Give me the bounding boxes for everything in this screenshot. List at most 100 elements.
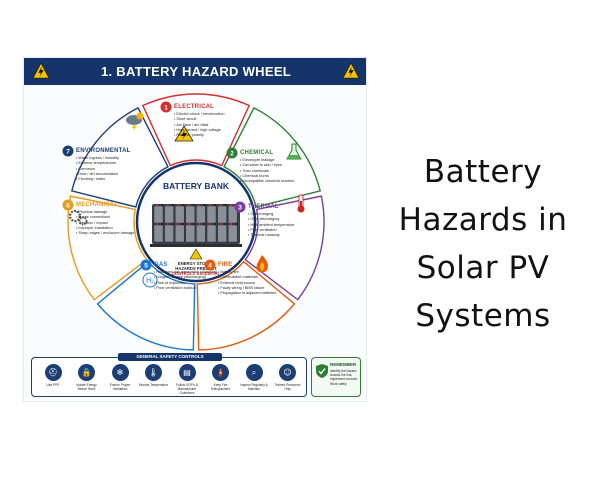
segment-hazard-list: Electric shock / electrocutionShort circ… [174,112,225,138]
segment-number: 4 [208,262,212,269]
segment-text-fire: FIREBattery fireCombustible materialsExt… [218,262,276,296]
hazard-item: Corrosion [76,167,131,172]
segment-number: 2 [230,150,234,157]
safety-control-item: 🧯 Keep Fire Extinguishers [206,364,236,391]
segment-number: 7 [66,148,70,155]
safety-control-label: Inspect Regularly & Maintain [240,383,268,391]
segment-number: 6 [66,202,70,209]
segment-title: GAS [154,262,168,268]
safety-control-label: Keep Fire Extinguishers [210,383,231,391]
segment-number: 1 [164,104,168,111]
side-title: Battery Hazards in Solar PV Systems [378,148,588,340]
hazard-item: Hydrogen gas generation (charging) [154,270,217,275]
segment-number: 3 [238,204,242,211]
segment-hazard-list: Water ingress / humidityExtreme temperat… [76,156,131,182]
segment-number-badge [62,145,74,157]
infographic-title: 1. BATTERY HAZARD WHEEL [100,64,292,79]
side-title-line: Battery [423,154,543,190]
safety-control-item: 🌡 Monitor Temperature [139,364,169,387]
segment-number-badge [226,147,238,159]
segment-hazard-list: OverchargingOver-dischargingHigh ambient… [248,212,294,238]
hazard-item: Loose connections [76,215,134,220]
center-warning-line: HAZARDS PRESENT [175,266,217,271]
title-banner: 1. BATTERY HAZARD WHEEL [24,58,366,85]
segment-title: MECHANICAL [76,202,119,208]
segment-text-gas: GAS Hydrogen gas generation (charging)Oxy… [154,262,217,291]
hazard-item: External heat source [218,281,276,286]
hazard-item: Electrolyte leakage [240,158,295,163]
hazard-item: Propagation to adjacent batteries [218,291,276,296]
safety-control-label: Isolate Energy Before Work [76,383,97,391]
segment-text-environmental: ENVIRONMENTAL Water ingress / humidityExt… [76,148,131,182]
remember-text: Identify the hazard. Assess the risk. Im… [330,369,358,386]
segment-number-badge [62,199,74,211]
hydrogen-symbol: H₂ [146,278,154,285]
segment-hazard-list: Physical damageLoose connectionsVibratio… [76,210,134,236]
segment-number-badge [160,101,172,113]
hazard-item: Thermal runaway [248,233,294,238]
segment-title: CHEMICAL [240,150,274,156]
safety-control-item: ☺Trained Personnel Only [273,364,303,391]
safety-control-label: Trained Personnel Only [274,383,301,391]
hazard-item: Faulty wiring / BMS failure [218,286,276,291]
lock-icon: 🔒 [78,364,95,381]
hazard-item: Extreme temperatures [76,161,131,166]
side-title-line: Solar PV [416,250,550,286]
hazard-item: High ambient temperature [248,223,294,228]
hazard-item: Reverse polarity [174,133,225,138]
hazard-item: Physical damage [76,210,134,215]
side-title-line: Hazards in [398,202,568,238]
safety-control-label: Ensure Proper Ventilation [109,383,131,391]
center-title: BATTERY BANK [163,181,230,191]
center-warning-line: ENERGY STORED [178,261,214,266]
segment-number: 5 [144,262,148,269]
remember-box: REMEMBER Identify the hazard. Assess the… [311,357,361,397]
hazard-item: Dust / dirt accumulation [76,172,131,177]
hazard-item: Toxic chemicals [240,169,295,174]
hazard-item: Flooding / leaks [76,177,131,182]
shield-check-icon [316,364,328,378]
segment-title: THERMAL [248,204,279,210]
hazard-item: Oxygen release (discharging) [154,275,217,280]
warning-icon [32,62,50,79]
hazard-item: Vibration / impact [76,221,134,226]
magnifier-icon: ⌕ [245,364,263,381]
safety-control-label: Use PPE [46,383,60,387]
safety-control-item: ⌕ Inspect Regularly & Maintain [239,364,269,391]
safety-control-label: Monitor Temperature [138,383,169,387]
warning-icon [342,62,360,79]
hazard-item: Arc flash / arc blast [174,123,225,128]
hazard-item: Risk of explosion [154,281,217,286]
controls-title: GENERAL SAFETY CONTROLS [118,353,222,361]
segment-number-badge [204,259,216,271]
segment-title: ENVIRONMENTAL [76,148,131,154]
segment-number-badge [234,201,246,213]
hazard-item: Overcharging [248,212,294,217]
hazard-item: Battery fire [218,270,276,275]
battery-bank-icon [150,204,242,247]
segment-hazard-list: Electrolyte leakageCorrosive to skin / e… [240,158,295,184]
hazard-item: Over-discharging [248,217,294,222]
extinguisher-icon: 🧯 [212,364,229,381]
hazard-item: High current / high voltage [174,128,225,133]
segment-text-chemical: CHEMICAL Electrolyte leakageCorrosive to … [240,150,295,184]
hazard-item: Chemical burns [240,174,295,179]
segment-text-thermal: THERMAL OverchargingOver-dischargingHigh … [248,204,294,238]
hazard-item: Sharp edges / enclosure damage [76,231,134,236]
thermometer-icon: 🌡 [145,364,162,381]
hazard-item: Electric shock / electrocution [174,112,224,117]
segment-text-mechanical: MECHANICAL Physical damageLoose connectio… [76,202,134,236]
segment-hazard-list: Battery fireCombustible materialsExterna… [218,270,276,296]
general-safety-controls: GENERAL SAFETY CONTROLS ⛑Use PPE🔒Isolate… [31,353,307,397]
hazard-item: Improper installation [76,226,134,231]
safety-control-label: Follow SOP's & Manufacturer Guidelines [175,383,199,395]
document-icon: ▤ [178,364,196,381]
thermometer-icon [297,194,305,213]
hazard-item: Short circuit [174,117,225,122]
segment-hazard-list: Hydrogen gas generation (charging)Oxygen… [154,270,217,291]
safety-control-item: 🔒 Isolate Energy Before Work [72,364,102,391]
hazard-item: Combustible materials [218,275,276,280]
side-title-line: Systems [415,298,551,334]
segment-title: ELECTRICAL [174,104,214,110]
fan-icon: ✻ [111,364,129,381]
